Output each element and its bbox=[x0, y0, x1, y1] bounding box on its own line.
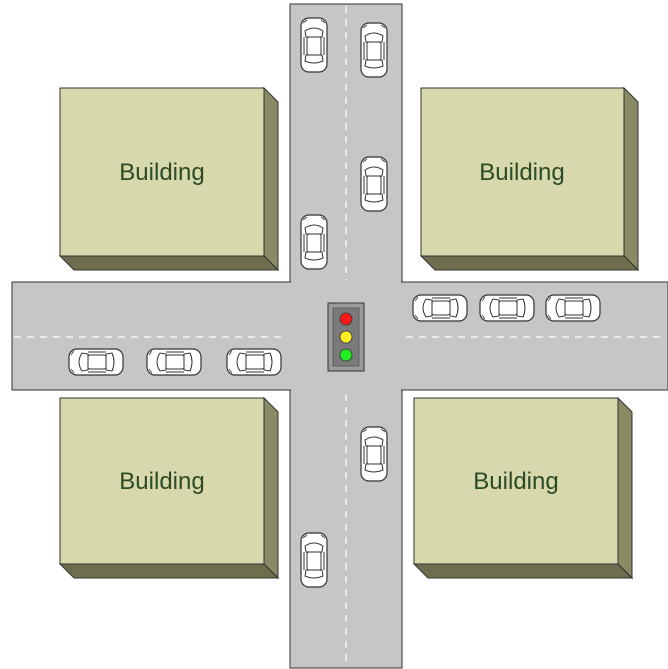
building-southwest: Building bbox=[58, 396, 280, 580]
car bbox=[545, 294, 601, 322]
building-southeast: Building bbox=[412, 396, 634, 580]
lane-markings bbox=[14, 6, 666, 666]
building-label: Building bbox=[473, 468, 558, 495]
car bbox=[226, 348, 282, 376]
car bbox=[360, 426, 388, 482]
building-label: Building bbox=[479, 159, 564, 186]
building-northeast: Building bbox=[419, 86, 640, 272]
building-label: Building bbox=[119, 468, 204, 495]
car bbox=[300, 532, 328, 588]
car bbox=[300, 17, 328, 73]
building-label: Building bbox=[119, 159, 204, 186]
car bbox=[300, 214, 328, 270]
car bbox=[412, 294, 468, 322]
car bbox=[479, 294, 535, 322]
car bbox=[360, 156, 388, 212]
building-northwest: Building bbox=[58, 86, 280, 272]
red-lamp bbox=[339, 312, 353, 326]
traffic-light bbox=[327, 302, 365, 372]
car bbox=[68, 348, 124, 376]
car bbox=[146, 348, 202, 376]
car bbox=[360, 22, 388, 78]
green-lamp bbox=[339, 348, 353, 362]
yellow-lamp bbox=[339, 330, 353, 344]
